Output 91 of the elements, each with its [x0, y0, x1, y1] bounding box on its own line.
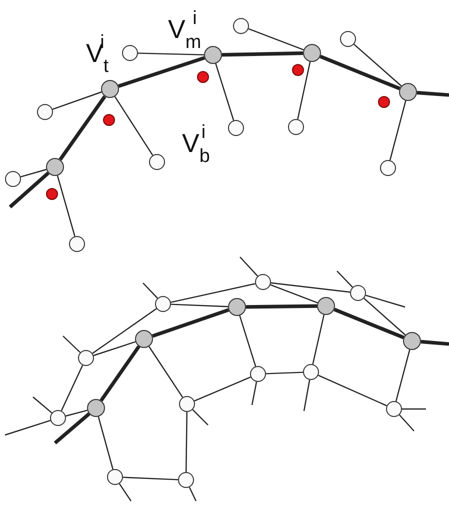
- thick-line: [334, 308, 404, 340]
- connector-line: [118, 483, 132, 502]
- thick-line: [420, 340, 449, 346]
- connector-line: [142, 282, 158, 299]
- connector-line: [92, 308, 157, 354]
- thick-line: [100, 345, 140, 402]
- spine-vertex: [101, 80, 119, 98]
- thick-line: [8, 172, 50, 208]
- marker-dot: [46, 188, 58, 200]
- marker-dot: [292, 64, 304, 76]
- connector-line: [389, 100, 406, 160]
- vertex-node: [303, 364, 319, 380]
- connector-line: [186, 412, 188, 472]
- connector-line: [248, 28, 304, 50]
- connector-line: [318, 374, 387, 406]
- connector-line: [66, 410, 88, 417]
- marker-dot: [103, 114, 115, 126]
- vertex-node: [107, 469, 123, 485]
- vertex-node: [155, 296, 171, 312]
- connector-line: [303, 380, 310, 412]
- vertex-node: [255, 274, 271, 290]
- vertex-node: [350, 285, 366, 301]
- connector-line: [402, 408, 426, 410]
- marker-dot: [197, 71, 209, 83]
- vertex-node: [78, 350, 94, 366]
- spine-vertex: [317, 297, 335, 315]
- spine-vertex: [204, 46, 222, 64]
- vertex-node: [50, 410, 66, 426]
- vertex-node: [5, 171, 21, 187]
- connector-line: [20, 168, 46, 178]
- vertex-node: [69, 236, 85, 252]
- connector-line: [364, 298, 406, 336]
- connector-line: [138, 52, 204, 56]
- thick-line: [320, 54, 400, 90]
- vertex-node: [179, 396, 195, 412]
- spine-vertex: [87, 399, 105, 417]
- connector-line: [148, 346, 184, 398]
- vertex-node: [288, 119, 304, 135]
- connector-line: [398, 414, 414, 432]
- vertex-node: [380, 160, 396, 176]
- spine-vertex: [403, 332, 421, 350]
- marker-dot: [378, 96, 390, 108]
- connector-line: [93, 341, 136, 356]
- connector-line: [215, 63, 234, 121]
- thick-line: [152, 308, 230, 338]
- vertex-node: [228, 120, 244, 136]
- connector-line: [270, 282, 350, 293]
- spine-vertex: [399, 83, 417, 101]
- connector-line: [240, 256, 258, 276]
- thick-line: [222, 51, 304, 57]
- vertex-node: [386, 401, 402, 417]
- thick-line: [54, 412, 90, 444]
- connector-line: [60, 364, 84, 412]
- thick-line: [58, 95, 106, 161]
- connector-line: [354, 44, 402, 86]
- connector-line: [251, 382, 258, 406]
- connector-line: [114, 96, 154, 156]
- connector-line: [270, 284, 318, 304]
- connector-line: [52, 91, 102, 110]
- connector-line: [194, 376, 251, 402]
- thick-line: [246, 304, 318, 309]
- connector-line: [56, 176, 76, 236]
- connector-line: [395, 350, 410, 402]
- spine-vertex: [303, 44, 321, 62]
- connector-line: [336, 270, 353, 288]
- connector-line: [98, 416, 114, 470]
- connector-line: [188, 486, 197, 502]
- connector-line: [312, 314, 325, 364]
- vertex-node: [37, 104, 53, 120]
- connector-line: [239, 315, 256, 367]
- spine-vertex: [46, 158, 64, 176]
- connector-line: [170, 283, 256, 303]
- spine-vertex: [135, 330, 153, 348]
- spine-vertex: [228, 298, 246, 316]
- connector-line: [4, 420, 51, 436]
- connector-line: [297, 62, 311, 120]
- connector-line: [266, 372, 304, 374]
- thick-line: [118, 56, 206, 88]
- connector-line: [122, 476, 178, 480]
- vertex-node: [233, 18, 249, 34]
- connector-line: [366, 294, 406, 308]
- connector-line: [192, 409, 208, 426]
- connector-line: [170, 304, 228, 308]
- vertex-node: [178, 472, 194, 488]
- vertex-node: [250, 366, 266, 382]
- connector-line: [62, 336, 81, 353]
- vertex-node: [122, 45, 138, 61]
- connector-line: [32, 396, 52, 414]
- thick-line: [416, 90, 449, 97]
- vertex-node: [340, 31, 356, 47]
- vertex-node: [149, 154, 165, 170]
